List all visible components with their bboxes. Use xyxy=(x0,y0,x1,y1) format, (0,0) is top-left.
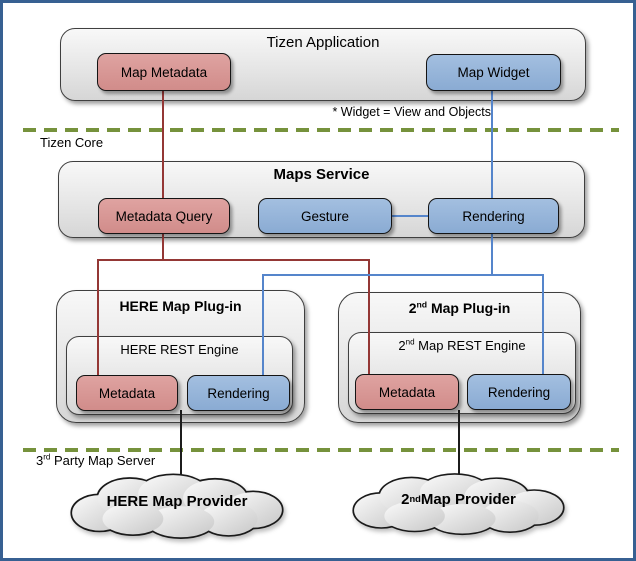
second-metadata-label: Metadata xyxy=(378,384,436,400)
connector-to-here-rendering xyxy=(262,274,264,377)
here-metadata-label: Metadata xyxy=(98,385,156,401)
map-widget-box: Map Widget xyxy=(426,54,561,91)
metadata-query-label: Metadata Query xyxy=(115,208,213,224)
connector-second-engine-to-provider xyxy=(458,410,460,478)
here-provider-label: HERE Map Provider xyxy=(106,492,248,510)
connector-rendering-down xyxy=(491,233,493,276)
here-rest-engine-label: HERE REST Engine xyxy=(120,342,239,357)
map-metadata-label: Map Metadata xyxy=(120,64,208,80)
second-rendering-box: Rendering xyxy=(467,374,571,410)
widget-footnote: * Widget = View and Objects xyxy=(332,105,491,119)
connector-to-second-rendering xyxy=(542,274,544,376)
here-metadata-box: Metadata xyxy=(76,375,178,411)
tizen-core-label: Tizen Core xyxy=(40,135,104,150)
maps-service-rendering-label: Rendering xyxy=(462,208,525,224)
tizen-core-boundary-dashed-line xyxy=(23,128,619,132)
connector-to-here-metadata xyxy=(97,259,99,377)
metadata-query-box: Metadata Query xyxy=(98,198,230,234)
here-plugin-title: HERE Map Plug-in xyxy=(119,298,242,314)
connector-to-second-metadata xyxy=(368,259,370,376)
connector-map-metadata-to-query xyxy=(162,90,164,199)
connector-here-engine-to-provider xyxy=(180,410,182,480)
second-rendering-label: Rendering xyxy=(487,384,551,400)
map-metadata-box: Map Metadata xyxy=(97,53,231,91)
connector-map-widget-to-rendering xyxy=(491,91,493,199)
connector-rendering-branch-horizontal xyxy=(262,274,544,276)
maps-service-rendering-box: Rendering xyxy=(428,198,559,234)
map-server-boundary-dashed-line xyxy=(23,448,619,452)
here-rendering-label: Rendering xyxy=(207,385,270,401)
connector-metadata-branch-horizontal xyxy=(97,259,370,261)
second-rest-engine-label: 2nd Map REST Engine xyxy=(398,337,526,353)
maps-service-title: Maps Service xyxy=(273,166,370,183)
third-party-map-server-label: 3rd Party Map Server xyxy=(36,452,156,468)
tizen-application-title: Tizen Application xyxy=(266,34,380,51)
map-widget-label: Map Widget xyxy=(457,65,530,80)
gesture-label: Gesture xyxy=(300,208,350,224)
connector-query-down xyxy=(162,233,164,261)
gesture-box: Gesture xyxy=(258,198,392,234)
here-provider-cloud: HERE Map Provider xyxy=(63,467,291,541)
second-metadata-box: Metadata xyxy=(355,374,459,410)
connector-gesture-to-rendering xyxy=(392,215,428,217)
here-rendering-box: Rendering xyxy=(187,375,290,411)
second-plugin-title: 2nd Map Plug-in xyxy=(408,299,511,316)
